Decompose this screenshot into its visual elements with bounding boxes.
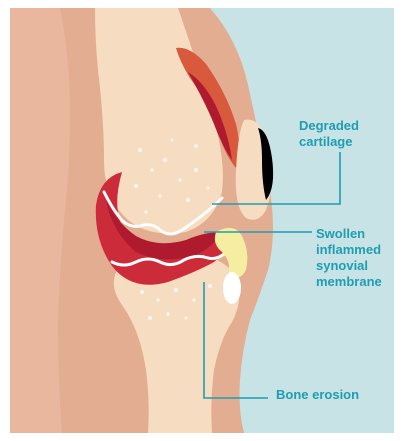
label-degraded-cartilage-line-2: cartilage (299, 134, 359, 150)
label-degraded-cartilage: Degraded cartilage (299, 118, 359, 150)
label-swollen-membrane-line-2: inflammed (316, 242, 382, 258)
label-degraded-cartilage-line-1: Degraded (299, 118, 359, 134)
label-swollen-membrane-line-4: membrane (316, 274, 382, 290)
label-swollen-membrane-line-3: synovial (316, 258, 382, 274)
label-bone-erosion: Bone erosion (276, 387, 359, 403)
label-swollen-membrane-line-1: Swollen (316, 226, 382, 242)
label-swollen-membrane: Swollen inflammed synovial membrane (316, 226, 382, 290)
joint-fluid-highlight (223, 272, 241, 304)
